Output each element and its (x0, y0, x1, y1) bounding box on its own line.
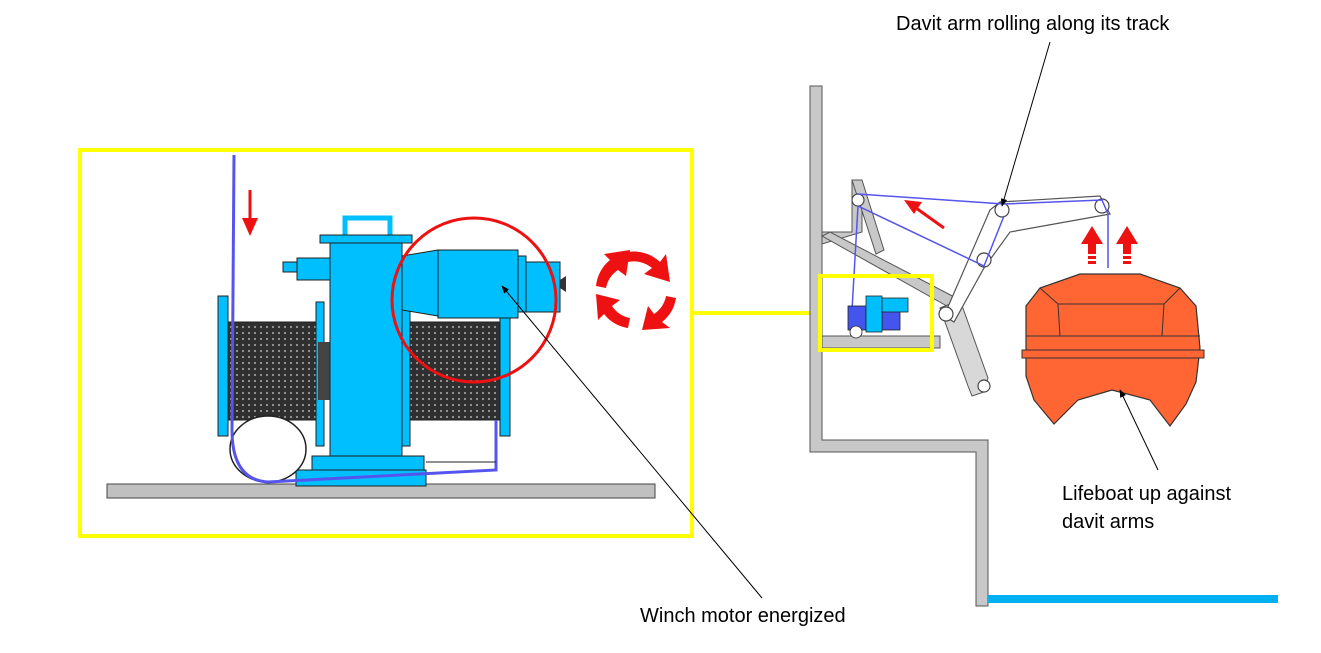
motor-highlight-circle (390, 216, 558, 384)
ship-structure (809, 85, 989, 607)
lifeboat-leader (1119, 389, 1159, 471)
fall-wire (851, 193, 1109, 311)
lifeboat-label-line2: davit arms (1062, 511, 1154, 533)
winch-motor-leader (501, 285, 763, 599)
left-drum (217, 295, 330, 447)
inset-frame (818, 274, 934, 352)
davit-arm (851, 193, 1111, 393)
inset-winch (818, 274, 934, 352)
cable-direction-arrow (242, 190, 258, 236)
davit-arm-leader (1000, 41, 1051, 207)
winch-motor-label: Winch motor energized (640, 605, 846, 627)
lifeboat-label-line1: Lifeboat up against (1062, 483, 1231, 505)
wire-direction-arrow (904, 200, 945, 230)
ship-hull-wall (809, 85, 989, 607)
winch-cable (230, 154, 498, 484)
davit-arm-label: Davit arm rolling along its track (896, 13, 1170, 35)
winch-pedestal (282, 215, 427, 487)
rotation-arrows-icon (596, 250, 676, 330)
right-drum (401, 295, 511, 447)
lifting-arrows-icon (1081, 226, 1138, 264)
winch-motor (401, 249, 566, 319)
winch-deck (821, 335, 941, 349)
cable-roller (229, 415, 307, 483)
lifeboat (1021, 273, 1205, 428)
zoom-panel (78, 148, 694, 538)
